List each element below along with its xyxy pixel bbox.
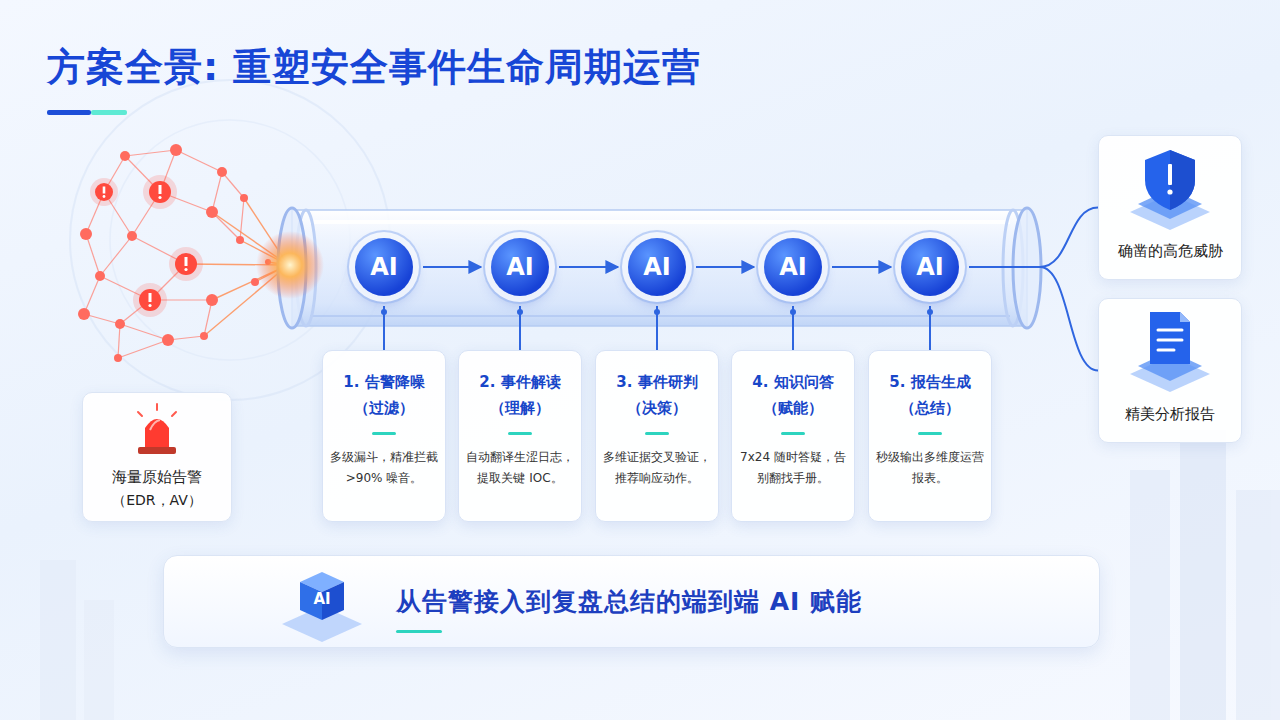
ai-node: AI [628,238,686,296]
node-text: （EDR，AV） [89,489,225,513]
connector [969,208,1098,268]
node-text: 多级漏斗，精准拦截 >90% 噪音。 [328,447,440,490]
node-text: 精美分析报告 [1105,403,1235,426]
node-text: 3. 事件研判 （决策） [601,369,713,422]
ai-node: AI [764,238,822,296]
node-text: AI [779,255,807,279]
ai-node: AI [901,238,959,296]
connector [559,266,618,268]
output-box: 精美分析报告 [1098,298,1242,443]
step-card: 4. 知识问答 （赋能） 7x24 随时答疑，告别翻找手册。 [731,350,855,522]
backdrop-decor [40,80,1280,720]
connector [696,266,754,268]
node-text: 1. 告警降噪 （过滤） [328,369,440,422]
connector-dot [927,309,933,315]
accent-bar [645,432,669,435]
node-text: 确凿的高危威胁 [1105,240,1235,263]
summary-band: 从告警接入到复盘总结的端到端 AI 赋能 [163,555,1100,648]
node-text: 海量原始告警 [89,465,225,489]
step-card: 3. 事件研判 （决策） 多维证据交叉验证，推荐响应动作。 [595,350,719,522]
node-text: 多维证据交叉验证，推荐响应动作。 [601,447,713,490]
accent-bar [508,432,532,435]
source-box: 海量原始告警（EDR，AV） [82,392,232,522]
step-card: 1. 告警降噪 （过滤） 多级漏斗，精准拦截 >90% 噪音。 [322,350,446,522]
node-text: AI [506,255,534,279]
connector-dot [790,309,796,315]
step-card: 5. 报告生成 （总结） 秒级输出多维度运营报表。 [868,350,992,522]
alert-network [78,144,288,362]
node-text: 自动翻译生涩日志，提取关键 IOC。 [464,447,576,490]
connector-dot [654,309,660,315]
icon-label: AI [300,589,344,610]
node-text: AI [643,255,671,279]
node-text: 2. 事件解读 （理解） [464,369,576,422]
node-text: AI [370,255,398,279]
pipeline-tube [256,208,1041,328]
connector [423,266,481,268]
node-text: 5. 报告生成 （总结） [874,369,986,422]
node-text: 7x24 随时答疑，告别翻找手册。 [737,447,849,490]
node-text: AI [916,255,944,279]
connector-dot [517,309,523,315]
title-underline [47,110,127,115]
connector [832,266,891,268]
connector-dot [381,309,387,315]
node-text: 4. 知识问答 （赋能） [737,369,849,422]
node-text: 从告警接入到复盘总结的端到端 AI 赋能 [396,585,862,618]
step-card: 2. 事件解读 （理解） 自动翻译生涩日志，提取关键 IOC。 [458,350,582,522]
node-text: 秒级输出多维度运营报表。 [874,447,986,490]
accent-bar [918,432,942,435]
accent-bar [396,630,442,633]
accent-bar [372,432,396,435]
output-box: 确凿的高危威胁 [1098,135,1242,280]
slide-title: 方案全景: 重塑安全事件生命周期运营 [47,42,701,93]
ai-node: AI [355,238,413,296]
ai-node: AI [491,238,549,296]
accent-bar [781,432,805,435]
